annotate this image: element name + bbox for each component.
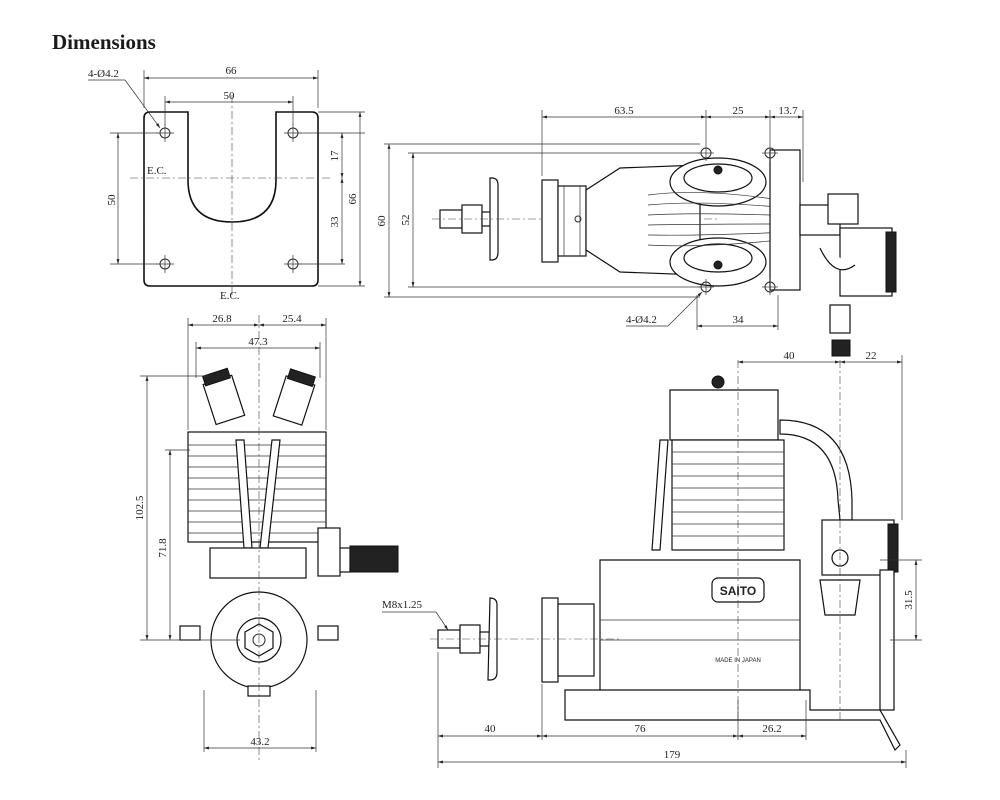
top-hole	[762, 279, 778, 295]
dim-lower-offset: 33	[329, 216, 341, 228]
dim-top-c: 13.7	[778, 105, 798, 117]
thread-label: M8x1.25	[382, 599, 423, 611]
dim-height-inner: 52	[400, 215, 412, 226]
dim-top-b: 25	[733, 105, 745, 117]
mount-hole	[156, 124, 174, 142]
mount-plate	[143, 111, 319, 287]
dim-base-width: 43.2	[250, 736, 269, 748]
top-hole-callout: 4-Ø4.2	[626, 314, 657, 326]
mount-hole	[156, 255, 174, 273]
dim-top-a: 63.5	[614, 105, 634, 117]
dim-left-half: 26.8	[212, 313, 232, 325]
dim-width-inner: 50	[224, 90, 236, 102]
ec-bottom-label: E.C.	[220, 290, 240, 302]
top-hole	[698, 279, 714, 295]
dim-hole-spacing: 34	[733, 314, 745, 326]
dim-right-half: 25.4	[282, 313, 302, 325]
dim-upper-offset: 17	[329, 150, 341, 162]
dim-overall: 179	[664, 749, 681, 761]
mount-hole	[284, 255, 302, 273]
dim-head-span: 47.3	[248, 336, 268, 348]
front-view: 26.8 25.4 47.3 102.5 71.8 43.2	[134, 313, 399, 760]
side-view: SAITO MADE IN JAPAN 40 22 M8x1.25 31.5	[382, 350, 922, 768]
mount-hole	[284, 124, 302, 142]
dim-right-height: 31.5	[903, 590, 915, 610]
top-hole	[762, 145, 778, 161]
dim-bottom-b: 76	[635, 723, 647, 735]
ec-side-label: E.C.	[147, 165, 167, 177]
dim-height-right: 66	[347, 193, 359, 205]
top-hole	[698, 145, 714, 161]
top-view: 63.5 25 13.7 60 52 34 4-Ø4.2	[376, 105, 897, 357]
dim-bottom-a: 40	[485, 723, 497, 735]
mount-view: 66 50 4-Ø4.2 50 E.C. E.C. 17 33 66	[88, 65, 365, 302]
dim-bottom-c: 26.2	[762, 723, 781, 735]
dim-height-left: 50	[106, 194, 118, 206]
dim-side-top-b: 22	[866, 350, 877, 362]
dim-width-outer: 66	[226, 65, 238, 77]
hole-callout: 4-Ø4.2	[88, 68, 119, 80]
dim-total-height: 102.5	[134, 495, 146, 520]
dim-crank-height: 71.8	[157, 538, 169, 558]
dim-height-outer: 60	[376, 215, 388, 227]
dim-side-top-a: 40	[784, 350, 796, 362]
page-title: Dimensions	[52, 30, 156, 54]
